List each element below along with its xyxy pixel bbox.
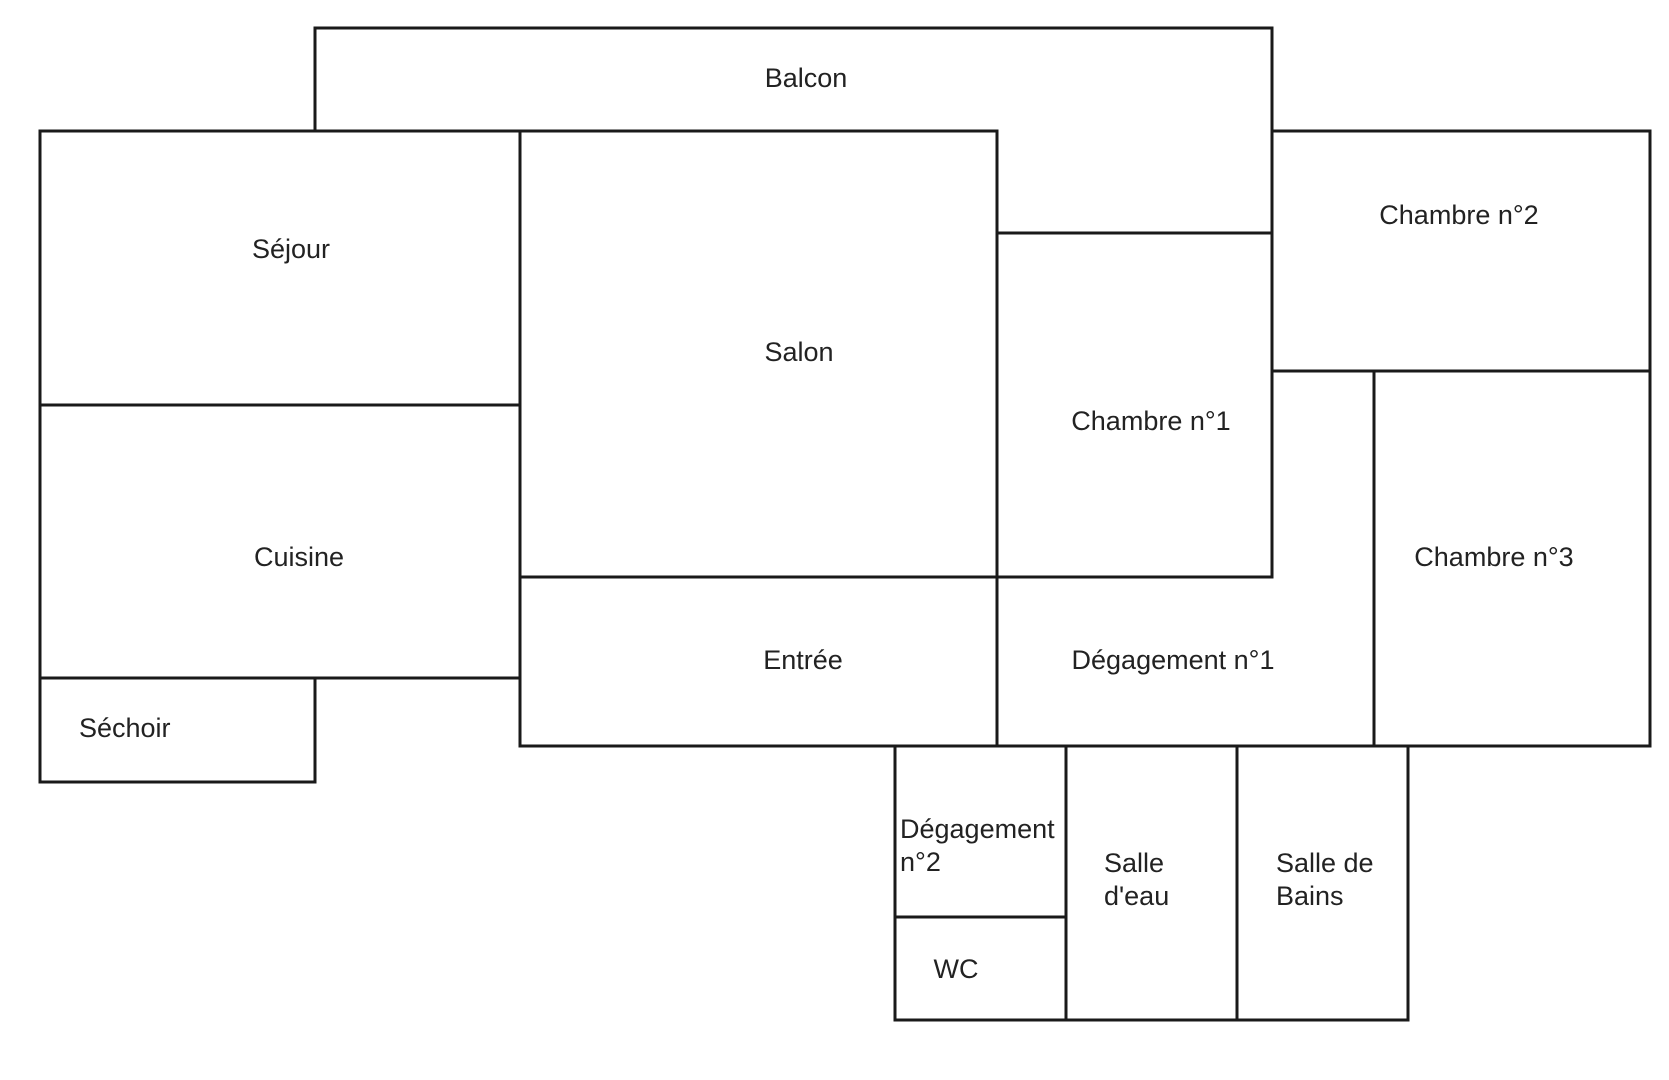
room-chambre-3 (1372, 369, 1652, 748)
label-balcon: Balcon (765, 63, 848, 93)
label-degagement-2-line1: Dégagement (900, 814, 1055, 844)
label-cuisine: Cuisine (254, 542, 344, 572)
room-sechoir (38, 676, 317, 784)
room-wc (893, 915, 1068, 1022)
room-entree (518, 575, 999, 748)
label-entree: Entrée (763, 645, 843, 675)
room-cuisine (38, 403, 522, 680)
room-sejour (38, 129, 522, 407)
room-salle-bains (1235, 744, 1410, 1022)
label-wc: WC (934, 954, 979, 984)
label-salle-eau-line2: d'eau (1104, 881, 1169, 911)
label-degagement-2-line2: n°2 (900, 847, 941, 877)
room-salle-eau (1064, 744, 1239, 1022)
label-sejour: Séjour (252, 234, 330, 264)
label-chambre-3: Chambre n°3 (1414, 542, 1573, 572)
room-chambre-1 (995, 231, 1274, 579)
label-salle-bains-line1: Salle de (1276, 848, 1374, 878)
label-salle-bains-line2: Bains (1276, 881, 1344, 911)
label-salle-eau-line1: Salle (1104, 848, 1164, 878)
room-chambre-2 (1270, 129, 1652, 373)
room-salon (518, 129, 999, 579)
label-sechoir: Séchoir (79, 713, 171, 743)
label-chambre-1: Chambre n°1 (1071, 406, 1230, 436)
label-chambre-2: Chambre n°2 (1379, 200, 1538, 230)
label-degagement-1: Dégagement n°1 (1072, 645, 1275, 675)
label-salon: Salon (764, 337, 833, 367)
